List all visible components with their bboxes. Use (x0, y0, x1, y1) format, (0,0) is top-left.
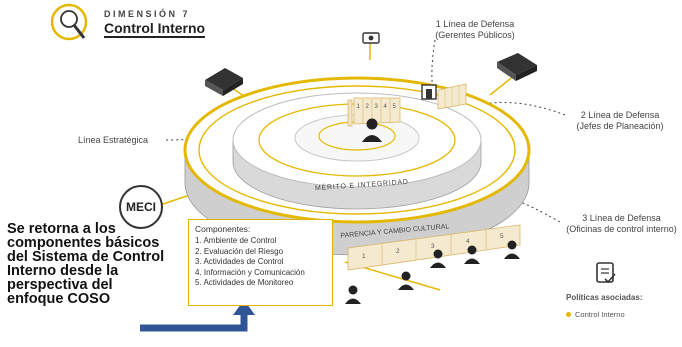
component-item: 1. Ambiente de Control (195, 236, 277, 245)
meci-badge: MECI (119, 185, 163, 229)
second-line-title: 2 Línea de Defensa (580, 110, 660, 120)
third-line-label: 3 Línea de Defensa (Oficinas de control … (564, 213, 679, 235)
summary-text: Se retorna a los componentes básicos del… (7, 221, 165, 307)
checklist-icon (596, 262, 616, 284)
magnifier-icon (50, 3, 88, 41)
segment-number: 1 (362, 253, 366, 260)
segment-number: 2 (396, 248, 400, 255)
third-line-title: 3 Línea de Defensa (582, 213, 661, 223)
person-icon (504, 240, 520, 259)
component-item: 2. Evaluación del Riesgo (195, 246, 284, 256)
person-icon (345, 285, 361, 304)
person-icon (362, 118, 382, 142)
person-icon (430, 249, 446, 268)
components-title: Componentes: (195, 224, 251, 234)
policy-item-label: Control Interno (575, 310, 625, 319)
briefcase-icon (497, 53, 537, 81)
outer-panel-numbers: 1 2 3 4 5 (362, 233, 504, 260)
strategic-line-label: Línea Estratégica (78, 135, 149, 145)
inner-gate (347, 97, 401, 127)
first-line-label: 1 Línea de Defensa (Gerentes Públicos) (420, 19, 530, 41)
segment-number: 3 (431, 243, 435, 250)
first-line-subtitle: (Gerentes Públicos) (435, 30, 515, 40)
segment-number: 1 (357, 104, 361, 110)
outer-panels (347, 224, 521, 271)
component-item: 3. Actividades de Control (195, 257, 284, 266)
door-icon (421, 84, 437, 100)
person-icon (464, 245, 480, 264)
camera-icon (362, 32, 380, 44)
segment-number: 3 (375, 104, 379, 110)
segment-number: 2 (366, 104, 370, 110)
second-line-label: 2 Línea de Defensa (Jefes de Planeación) (565, 110, 675, 132)
component-item: 5. Actividades de Monitoreo (195, 278, 294, 287)
third-line-subtitle: (Oficinas de control interno) (566, 224, 677, 234)
arrow-icon (140, 300, 255, 332)
components-box: Componentes: 1. Ambiente de Control 2. E… (188, 219, 333, 306)
small-panel-stack (437, 83, 467, 110)
inner-gate-numbers: 1 2 3 4 5 (357, 104, 397, 110)
briefcase-icon (205, 68, 243, 96)
policy-item: Control Interno (566, 310, 625, 319)
person-icon (398, 271, 414, 290)
component-item: 4. Información y Comunicación (195, 267, 305, 277)
policies-title: Políticas asociadas: (566, 293, 643, 302)
segment-number: 4 (466, 238, 470, 245)
platform-inner (232, 92, 482, 210)
bullet-dot (566, 312, 571, 317)
first-line-title: 1 Línea de Defensa (435, 19, 515, 29)
segment-number: 5 (393, 104, 397, 110)
dimension-kicker: DIMENSIÓN 7 (104, 9, 191, 19)
second-line-subtitle: (Jefes de Planeación) (576, 121, 664, 131)
page-title: Control Interno (104, 20, 206, 38)
segment-number: 4 (384, 104, 388, 110)
segment-number: 5 (500, 233, 504, 240)
